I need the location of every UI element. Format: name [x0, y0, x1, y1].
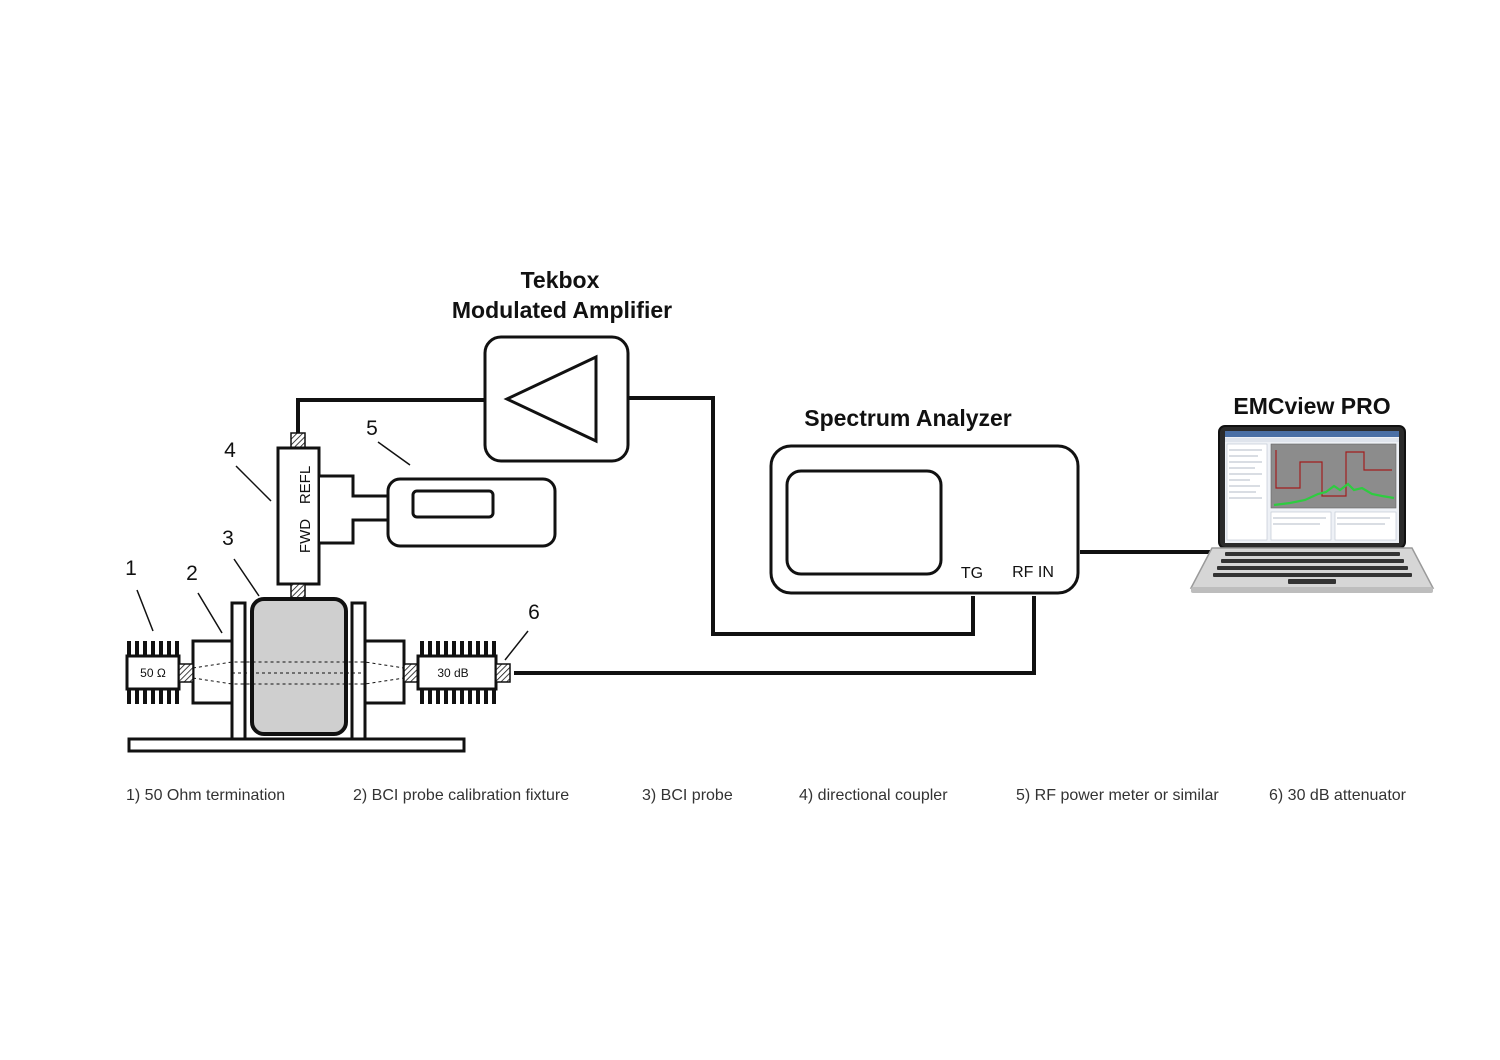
legend-item-fixture: 2) BCI probe calibration fixture [353, 787, 569, 804]
coupler-top-connector [290, 432, 306, 449]
modulated-amplifier: Tekbox Modulated Amplifier [452, 267, 672, 463]
fixture-inner-conductor [192, 661, 405, 685]
laptop-base-edge [1191, 587, 1433, 593]
legend-item-power-meter: 5) RF power meter or similar [1016, 787, 1219, 804]
refl-port-label: REFL [297, 466, 314, 504]
rf-in-port-label: RF IN [1012, 564, 1054, 581]
coupler-bottom-connector [290, 583, 306, 600]
spectrum-analyzer-title: Spectrum Analyzer [804, 405, 1012, 431]
cable-amplifier-to-tg [628, 396, 975, 636]
callout-4: 4 [224, 439, 236, 462]
attenuator-output-connector [495, 663, 511, 683]
power-meter-display [411, 489, 495, 519]
attenuator-label: 30 dB [437, 666, 468, 680]
coupler-to-power-meter-link [320, 474, 390, 545]
callout-5: 5 [366, 417, 378, 440]
fixture-base-plate [127, 737, 466, 753]
termination-50-ohm: 50 Ω [125, 641, 194, 704]
spectrum-analyzer-screen [785, 469, 943, 576]
legend-item-termination: 1) 50 Ohm termination [126, 787, 285, 804]
legend-item-coupler: 4) directional coupler [799, 787, 948, 804]
bci-calibration-fixture [127, 597, 466, 753]
termination-heatsink-fins [127, 641, 179, 704]
amplifier-title-line1: Tekbox [521, 267, 600, 293]
attenuator-input-connector [403, 663, 419, 683]
termination-connector [178, 663, 194, 683]
attenuator-heatsink-fins [420, 641, 496, 704]
legend-item-bci-probe: 3) BCI probe [642, 787, 733, 804]
fwd-port-label: FWD [297, 519, 314, 553]
laptop-keyboard [1213, 552, 1412, 584]
callout-3-leader [233, 558, 260, 597]
cables [296, 396, 1212, 675]
callout-2: 2 [186, 562, 198, 585]
attenuator-30db: 30 dB [403, 641, 511, 704]
callouts: 1 2 3 4 5 6 [125, 417, 540, 661]
rf-power-meter [386, 477, 557, 548]
callout-1: 1 [125, 557, 137, 580]
callout-5-leader [377, 441, 411, 466]
callout-6: 6 [528, 601, 540, 624]
cable-coupler-to-amplifier [296, 398, 486, 435]
software-title: EMCview PRO [1233, 393, 1390, 419]
fixture-left-block [191, 639, 234, 705]
termination-label: 50 Ω [140, 666, 166, 680]
amplifier-title-line2: Modulated Amplifier [452, 297, 672, 323]
callout-3: 3 [222, 527, 234, 550]
legend-item-attenuator: 6) 30 dB attenuator [1269, 787, 1407, 804]
fixture-left-plate [230, 601, 247, 741]
bci-probe [250, 597, 348, 736]
fixture-right-block [363, 639, 406, 705]
laptop: EMCview PRO [1189, 393, 1435, 593]
laptop-screen [1225, 431, 1399, 543]
directional-coupler: REFL FWD [276, 432, 390, 600]
callout-4-leader [235, 465, 272, 502]
callout-2-leader [197, 592, 223, 634]
fixture-right-plate [350, 601, 367, 741]
callout-6-leader [504, 630, 529, 661]
legend: 1) 50 Ohm termination 2) BCI probe calib… [126, 787, 1407, 804]
termination-body [125, 654, 181, 691]
amplifier-triangle-icon [503, 354, 598, 444]
callout-1-leader [136, 589, 154, 632]
cable-attenuator-to-rf-in [514, 596, 1036, 675]
tg-port-label: TG [961, 565, 983, 582]
spectrum-analyzer: Spectrum Analyzer TG RF IN [769, 405, 1080, 595]
